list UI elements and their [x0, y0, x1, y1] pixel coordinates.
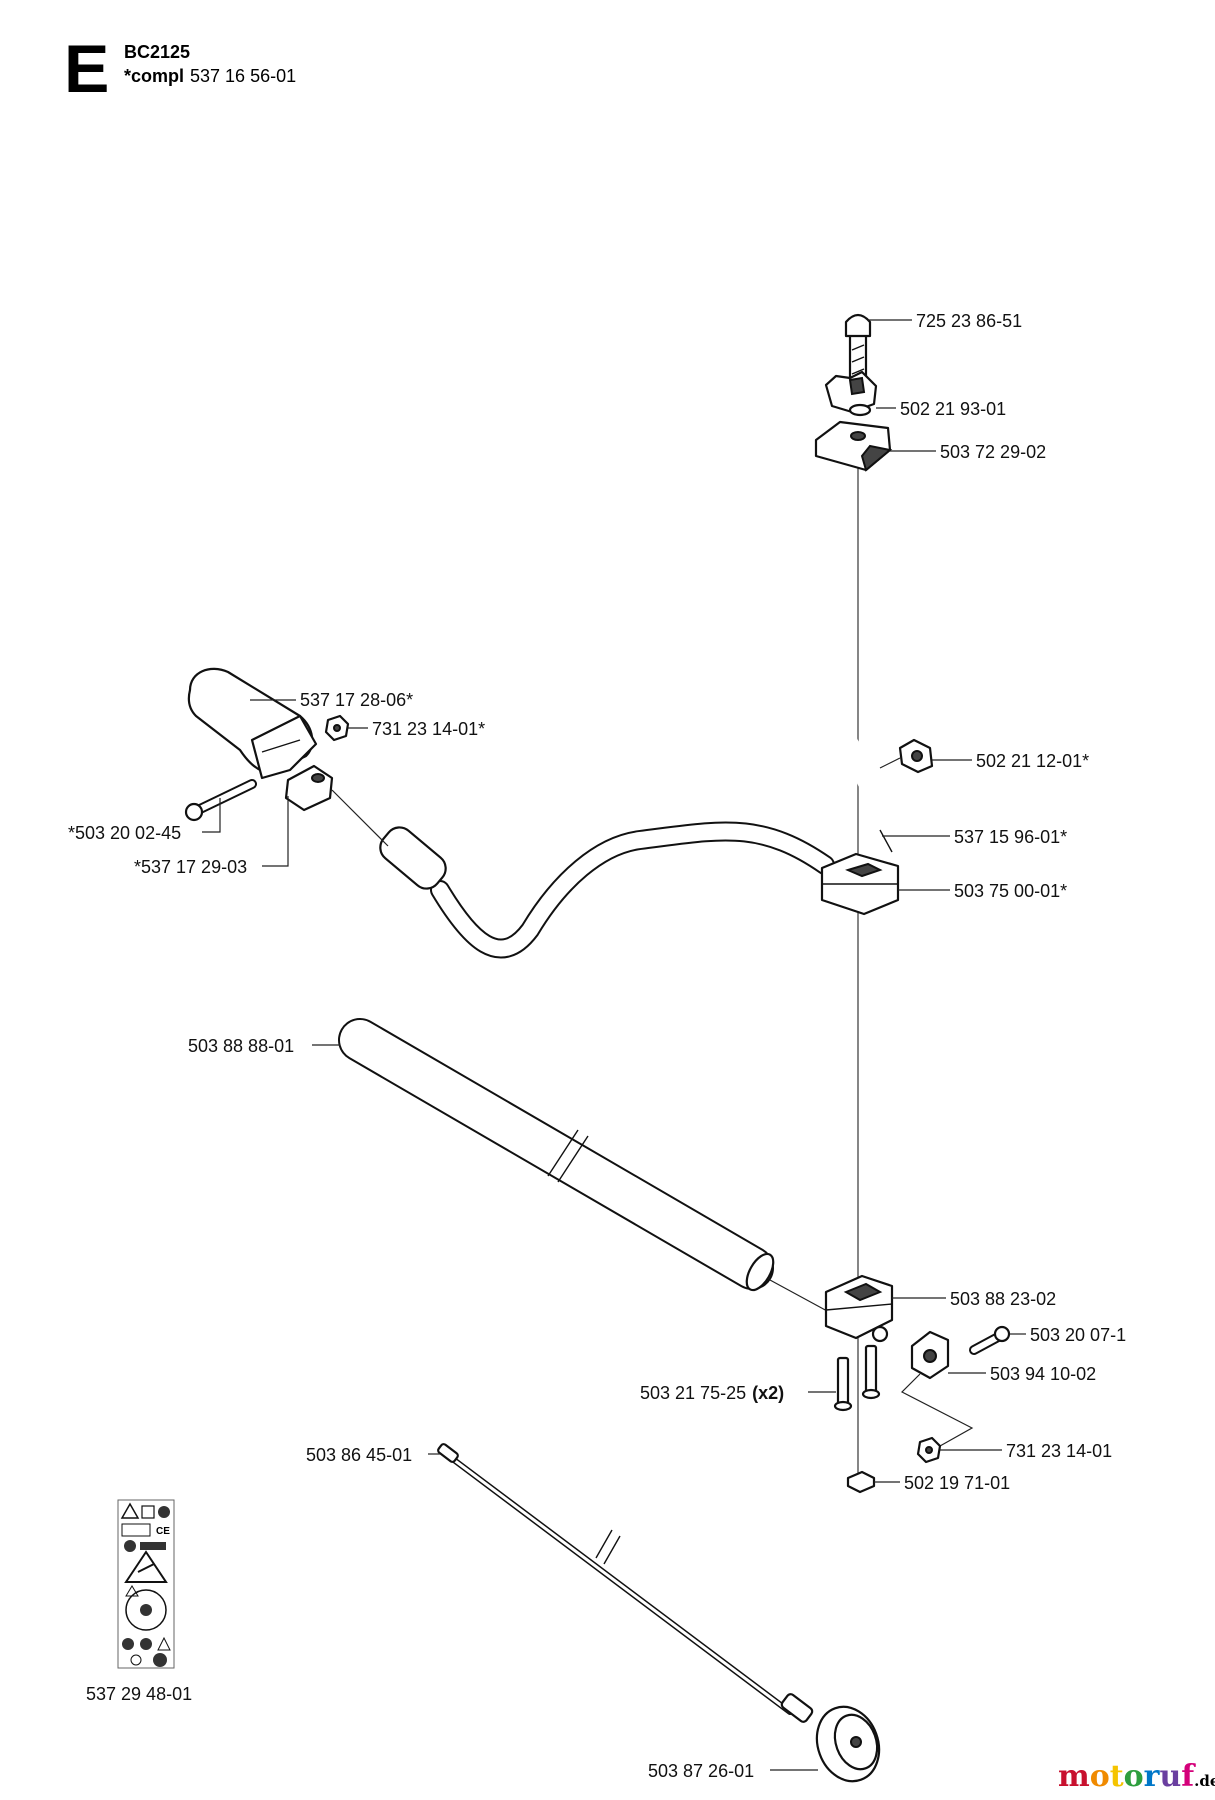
clamp-top-part [814, 420, 893, 472]
clamp-cap-part [910, 1330, 950, 1380]
model-name: BC2125 [124, 42, 190, 62]
section-letter: E [64, 31, 109, 107]
brand-letter-7: f [1181, 1759, 1196, 1794]
part-number-503-21-75-25: 503 21 75-25 [640, 1383, 746, 1403]
grip-screw-part [184, 779, 257, 822]
brand-suffix: .de [1194, 1772, 1215, 1790]
part-label-502-21-93-01: 502 21 93-01 [900, 399, 1006, 419]
drum-part [780, 1693, 881, 1783]
wing-knob-part [824, 370, 878, 417]
part-label-503-20-07-1: 503 20 07-1 [1030, 1325, 1126, 1345]
drive-shaft-part [437, 1443, 793, 1715]
part-label-503-88-88-01: 503 88 88-01 [188, 1036, 294, 1056]
brand-wordmark: motoruf.de [1058, 1759, 1215, 1794]
compl-line: *compl 537 16 56-01 [124, 66, 296, 86]
small-knob-part [898, 738, 934, 774]
left-grip-part [187, 667, 318, 780]
part-label-503-72-29-02: 503 72 29-02 [940, 442, 1046, 462]
part-label-503-94-10-02: 503 94 10-02 [990, 1364, 1096, 1384]
brand-letter-3: t [1110, 1759, 1124, 1794]
part-label-502-21-12-01: 502 21 12-01* [976, 751, 1089, 771]
part-label-503-86-45-01: 503 86 45-01 [306, 1445, 412, 1465]
brand-letter-1: m [1058, 1759, 1090, 1794]
shaft-tube-part [338, 1018, 775, 1292]
brand-letter-2: o [1090, 1759, 1110, 1794]
handlebar-part [379, 606, 893, 959]
brand-letter-5: r [1144, 1759, 1161, 1794]
grip-clamp-part [284, 764, 334, 812]
part-label-731-23-14-01: 731 23 14-01 [1006, 1441, 1112, 1461]
svg-text:CE: CE [156, 1526, 170, 1537]
brand-letter-4: o [1124, 1759, 1144, 1794]
part-label-725-23-86-51: 725 23 86-51 [916, 311, 1022, 331]
part-label-503-75-00-01: 503 75 00-01* [954, 881, 1067, 901]
part-label-503-87-26-01: 503 87 26-01 [648, 1761, 754, 1781]
part-label-503-20-02-45: *503 20 02-45 [68, 823, 181, 843]
clamp-screw-part [969, 1325, 1011, 1355]
warning-sticker-icon: CE [117, 1499, 175, 1669]
part-label-537-17-29-03: *537 17 29-03 [134, 857, 247, 877]
compl-number: 537 16 56-01 [190, 66, 296, 86]
nut-part [324, 714, 350, 742]
part-label-503-88-23-02: 503 88 23-02 [950, 1289, 1056, 1309]
part-label-537-29-48-01: 537 29 48-01 [86, 1684, 192, 1704]
brand-logo: motoruf.de [1058, 1759, 1215, 1794]
shaft-clamp-part [824, 1274, 894, 1343]
part-label-537-15-96-01: 537 15 96-01* [954, 827, 1067, 847]
quantity-badge: (x2) [752, 1383, 784, 1403]
part-label-503-21-75-25: 503 21 75-25 (x2) [640, 1383, 784, 1403]
clamp-screws-part [833, 1344, 881, 1412]
part-label-502-19-71-01: 502 19 71-01 [904, 1473, 1010, 1493]
part-label-731-23-14-01-top: 731 23 14-01* [372, 719, 485, 739]
part-label-537-17-28-06: 537 17 28-06* [300, 690, 413, 710]
brand-letter-6: u [1159, 1759, 1181, 1794]
compl-label: *compl [124, 66, 184, 86]
handle-clamp-part [820, 852, 900, 916]
square-nut-part [846, 1470, 876, 1494]
lower-nut-part [916, 1436, 942, 1464]
